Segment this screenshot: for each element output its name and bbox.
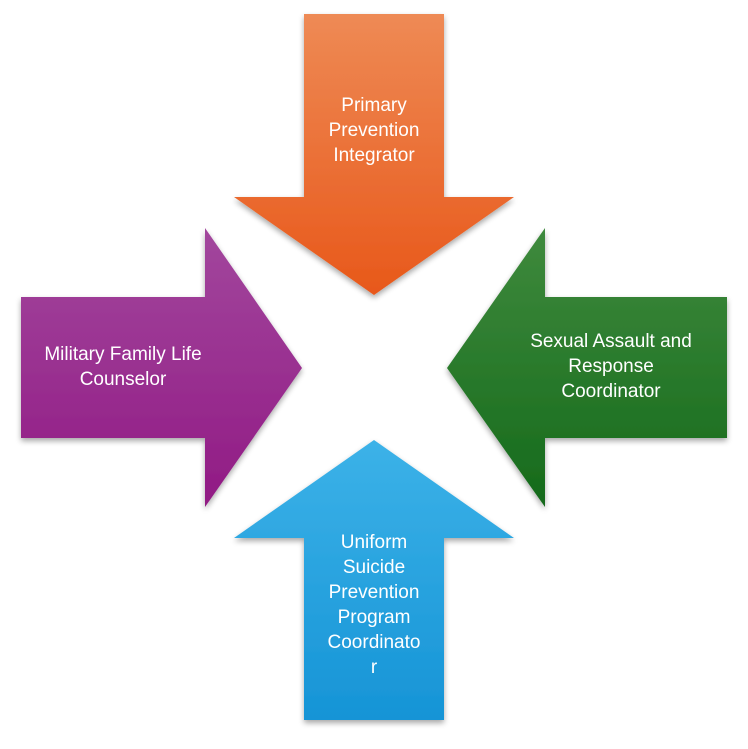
arrow-left-label: Military Family Life Counselor	[44, 344, 202, 390]
arrow-bottom	[234, 440, 514, 720]
arrow-bottom-label: Uniform Suicide Prevention Program Coord…	[327, 532, 421, 678]
arrow-right-label: Sexual Assault and Response Coordinator	[530, 331, 692, 402]
arrow-top	[234, 14, 514, 295]
arrow-right	[447, 228, 727, 507]
arrow-left	[21, 228, 302, 507]
arrow-top-label: Primary Prevention Integrator	[328, 95, 420, 166]
